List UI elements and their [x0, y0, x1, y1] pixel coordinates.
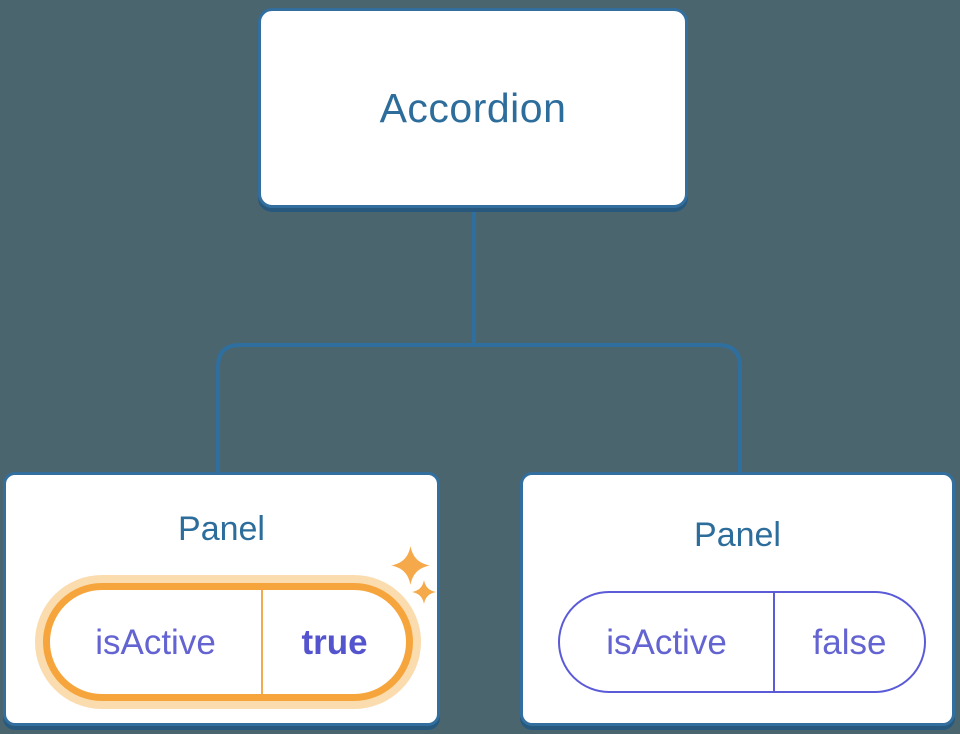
connector-branches: [216, 343, 742, 473]
state-pill-inactive: isActive false: [558, 591, 926, 693]
accordion-node-label: Accordion: [379, 84, 567, 131]
panel-title: Panel: [694, 516, 781, 554]
state-value-label: false: [812, 622, 887, 662]
accordion-node: Accordion: [258, 8, 688, 208]
panel-node-active: Panel isActive true: [3, 472, 440, 726]
panel-node-inactive: Panel isActive false: [520, 472, 955, 726]
pill-divider: [773, 593, 775, 691]
pill-divider: [261, 590, 263, 694]
sparkles-icon: [391, 546, 430, 585]
state-key-label: isActive: [606, 622, 727, 662]
state-pill-active: isActive true: [43, 583, 413, 701]
sparkles-icon: [412, 580, 436, 604]
state-key-label: isActive: [95, 622, 216, 662]
state-value-label: true: [301, 622, 368, 662]
panel-title: Panel: [178, 510, 265, 548]
